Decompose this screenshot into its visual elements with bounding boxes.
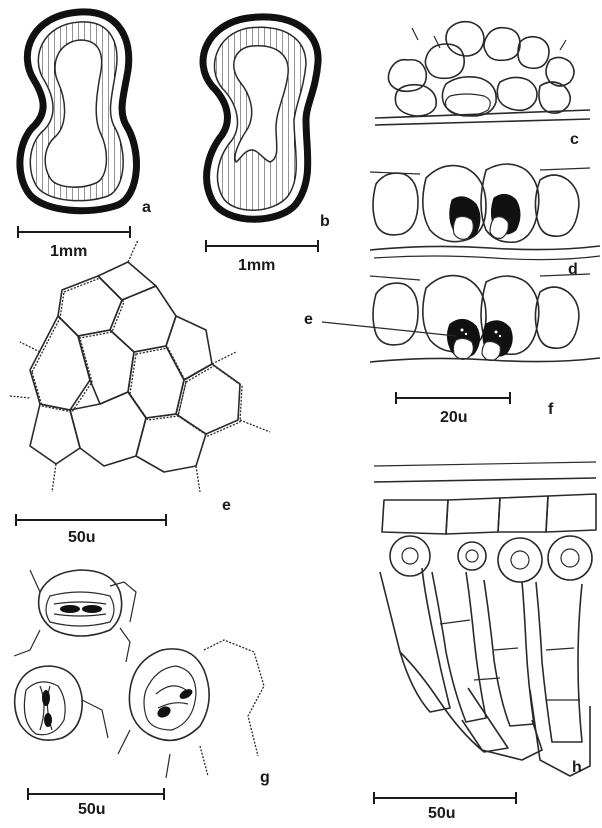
panel-label-g: g xyxy=(260,770,270,786)
pointer-line xyxy=(322,322,456,336)
panel-label-f: f xyxy=(548,402,553,418)
scale-label-f: 20u xyxy=(440,410,468,426)
panel-f-stomata-section xyxy=(322,274,600,362)
scale-bar-b xyxy=(206,240,318,252)
panel-c-epidermis-section xyxy=(375,22,590,125)
scale-label-a: 1mm xyxy=(50,244,87,260)
scale-bar-f xyxy=(396,392,510,404)
scale-label-h: 50u xyxy=(428,806,456,822)
panel-label-b: b xyxy=(320,214,330,230)
panel-label-e: e xyxy=(222,498,231,514)
scale-bar-e xyxy=(16,514,166,526)
panel-b-cross-section xyxy=(203,17,318,219)
scale-bar-g xyxy=(28,788,164,800)
panel-label-h: h xyxy=(572,760,582,776)
scale-bar-a xyxy=(18,226,130,238)
panel-g-stomata-surface xyxy=(14,570,264,778)
panel-e-epidermis-surface xyxy=(10,240,270,492)
scale-bar-h xyxy=(374,792,516,804)
panel-a-cross-section xyxy=(20,12,137,211)
panel-h-longitudinal-section xyxy=(374,462,596,776)
panel-label-e-pointer: e xyxy=(304,312,313,328)
scale-label-g: 50u xyxy=(78,802,106,818)
scale-label-e: 50u xyxy=(68,530,96,546)
panel-label-a: a xyxy=(142,200,151,216)
panel-label-c: c xyxy=(570,132,579,148)
scale-label-b: 1mm xyxy=(238,258,275,274)
panel-d-stomata-section xyxy=(370,164,600,260)
panel-label-d: d xyxy=(568,262,578,278)
